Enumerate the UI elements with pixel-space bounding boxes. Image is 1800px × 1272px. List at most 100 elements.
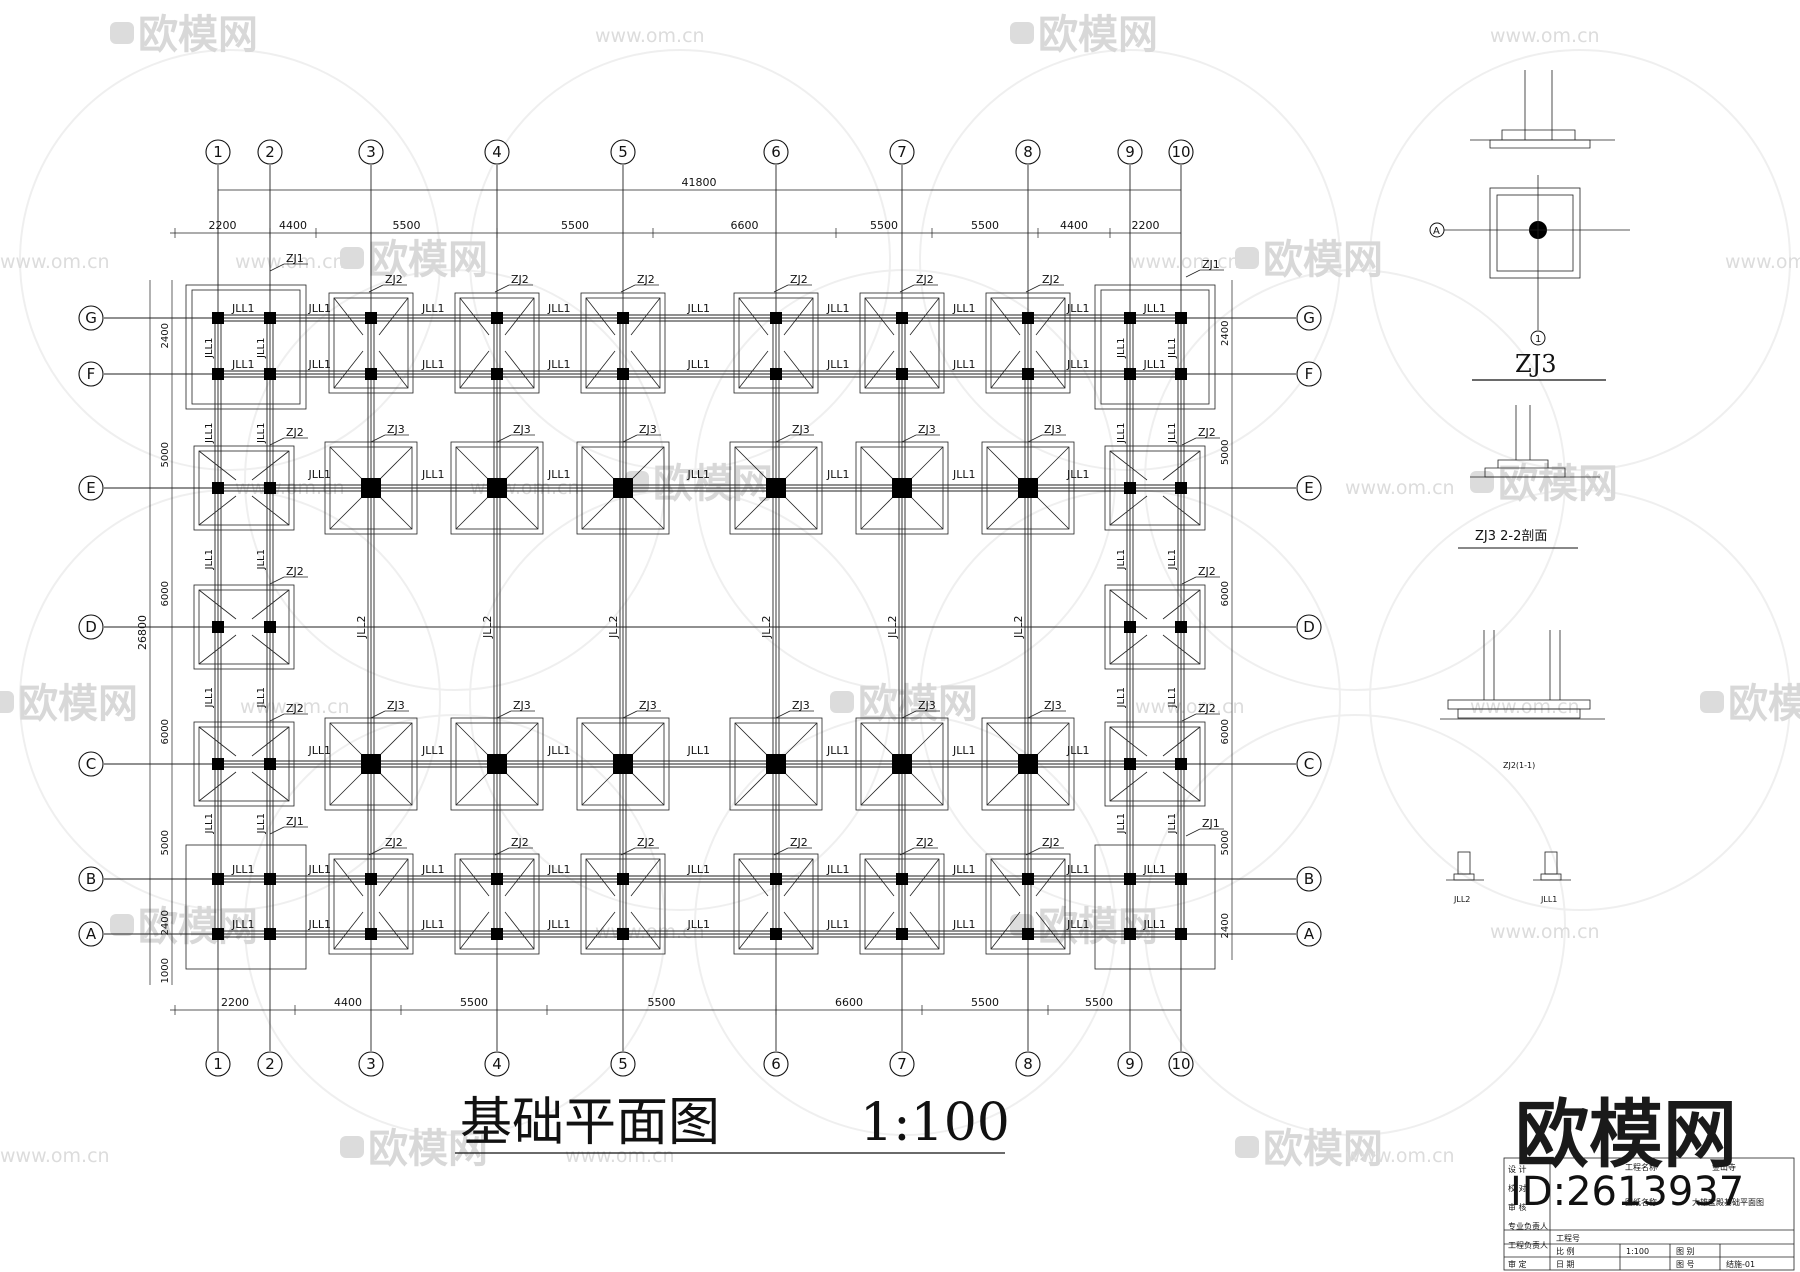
beam-label: JLL1 <box>1143 863 1167 876</box>
dim-left: 5000 <box>160 442 171 467</box>
column <box>264 621 276 633</box>
axis-label-left-F: F <box>87 365 96 383</box>
footing-tag: ZJ2 <box>286 426 304 439</box>
column <box>1175 928 1187 940</box>
axis-label-bottom-2: 2 <box>265 1055 275 1073</box>
axis-label-top-8-circle <box>1015 139 1041 165</box>
axis-label-right-B-circle <box>1296 866 1322 892</box>
footing-tag: ZJ2 <box>790 836 808 849</box>
watermark-url: www.om.cn <box>1345 1145 1455 1167</box>
footing-zj2 <box>193 721 295 807</box>
beam-label: JLL1 <box>826 863 850 876</box>
watermark-brand: 欧模网 <box>1498 461 1618 507</box>
axis-label-left-C: C <box>86 755 96 773</box>
column <box>264 873 276 885</box>
beam-label: JLL1 <box>421 358 445 371</box>
axis-label-right-D-circle <box>1296 614 1322 640</box>
beam-label: JLL1 <box>1066 863 1090 876</box>
brand-logo: 欧模网 <box>1515 1092 1737 1178</box>
watermark-arc <box>19 49 441 471</box>
axis-label-right-F: F <box>1305 365 1314 383</box>
watermark-brand: 欧模网 <box>1263 1126 1383 1172</box>
beam-label: JLL1 <box>687 468 711 481</box>
axis-label-right-F-circle <box>1296 361 1322 387</box>
beam-label: JLL1 <box>204 687 215 708</box>
axis-label-bottom-10: 10 <box>1171 1055 1190 1073</box>
axis-label-left-A: A <box>86 925 97 943</box>
footing-tag: ZJ3 <box>792 423 810 436</box>
axis-label-top-5-circle <box>610 139 636 165</box>
beam-section-label: JLL1 <box>1540 895 1557 904</box>
beam-label: JLL1 <box>421 302 445 315</box>
dim-bottom: 5500 <box>1085 996 1113 1009</box>
dim-left: 2400 <box>160 323 171 348</box>
footing-tag: ZJ2 <box>385 836 403 849</box>
watermark-url: www.om.cn <box>1470 696 1580 718</box>
plan-title: 基础平面图 <box>460 1093 720 1153</box>
watermark-url: www.om.cn <box>0 251 110 273</box>
footing-zj2 <box>1104 721 1206 807</box>
axis-label-right-G-circle <box>1296 305 1322 331</box>
dim-bottom: 5500 <box>971 996 999 1009</box>
beam-label: JLL1 <box>1167 338 1178 359</box>
column <box>1124 621 1136 633</box>
axis-label-top-1: 1 <box>213 143 223 161</box>
axis-label-bottom-4-circle <box>484 1051 510 1077</box>
footing-tag: ZJ2 <box>511 273 529 286</box>
dim-top: 5500 <box>870 219 898 232</box>
watermark-arc <box>19 489 441 911</box>
watermark-brand: 欧模网 <box>138 12 258 58</box>
footing-tag: ZJ2 <box>286 702 304 715</box>
footing-tag: ZJ2 <box>637 273 655 286</box>
axis-label-left-B-circle <box>78 866 104 892</box>
axis-label-right-D: D <box>1303 618 1315 636</box>
watermark-logo-icon <box>1700 691 1724 713</box>
axis-label-bottom-3: 3 <box>366 1055 376 1073</box>
watermark-arc <box>244 269 666 691</box>
watermark-logo-icon <box>1235 247 1259 269</box>
footing-tag: ZJ2 <box>1198 426 1216 439</box>
footing-tag: ZJ2 <box>286 565 304 578</box>
dim-top: 4400 <box>1060 219 1088 232</box>
footing-zj2 <box>193 584 295 670</box>
title-block-role: 设 计 <box>1508 1164 1527 1174</box>
beam-label: JLL1 <box>547 744 571 757</box>
dim-left: 2400 <box>160 910 171 935</box>
beam-label: JLL1 <box>952 358 976 371</box>
column <box>1022 928 1034 940</box>
axis-label-bottom-8: 8 <box>1023 1055 1033 1073</box>
axis-label-bottom-6-circle <box>763 1051 789 1077</box>
axis-label-top-7-circle <box>889 139 915 165</box>
column <box>892 478 912 498</box>
footing-tag: ZJ3 <box>1044 699 1062 712</box>
axis-label-left-G-circle <box>78 305 104 331</box>
beam-label: JLL1 <box>547 358 571 371</box>
column <box>1175 368 1187 380</box>
title-block-projno-label: 工程号 <box>1556 1234 1580 1243</box>
column <box>1022 312 1034 324</box>
axis-label-bottom-8-circle <box>1015 1051 1041 1077</box>
beam-label: JLL1 <box>231 302 255 315</box>
column <box>1124 928 1136 940</box>
watermark-brand: 欧模网 <box>1263 237 1383 283</box>
column <box>491 312 503 324</box>
title-block-scale-label: 比 例 <box>1556 1246 1575 1256</box>
beam-label: JLL1 <box>952 468 976 481</box>
footing-zj2 <box>193 445 295 531</box>
column <box>896 312 908 324</box>
footing-zj2 <box>1104 584 1206 670</box>
dim-right: 2400 <box>1220 913 1231 938</box>
beam-label: JLL1 <box>1116 423 1127 444</box>
watermark-brand: 欧模网 <box>858 681 978 727</box>
axis-label-top-9-circle <box>1117 139 1143 165</box>
column <box>212 621 224 633</box>
footing-tag: ZJ3 <box>1044 423 1062 436</box>
axis-label-top-10-circle <box>1168 139 1194 165</box>
column <box>1018 754 1038 774</box>
footing-tag: ZJ3 <box>513 423 531 436</box>
footing-zj2 <box>985 292 1071 394</box>
title-block-sheet-label: 图 别 <box>1676 1247 1695 1256</box>
watermark-layer: 欧模网欧模网欧模网欧模网欧模网欧模网欧模网欧模网欧模网欧模网欧模网欧模网欧模网w… <box>0 12 1800 1172</box>
beam-label: JLL1 <box>421 918 445 931</box>
